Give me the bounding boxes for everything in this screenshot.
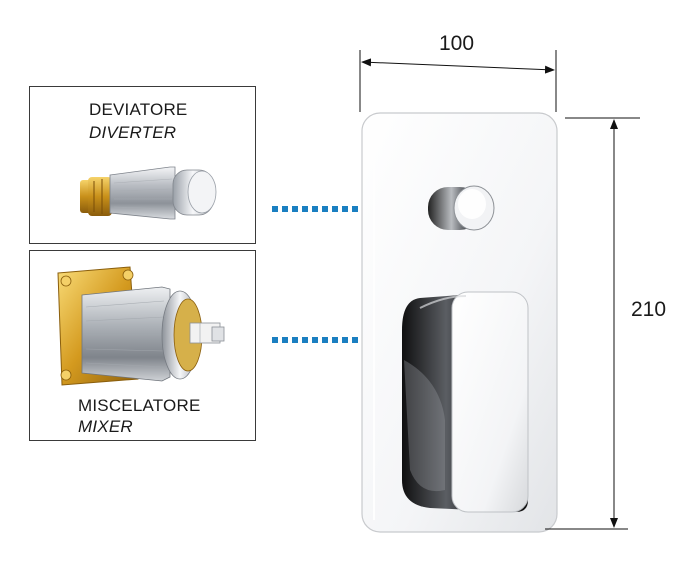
mixer-lever [402, 291, 529, 513]
diverter-cartridge-icon [80, 166, 217, 220]
height-dimension [545, 117, 640, 530]
diverter-panel: DEVIATORE DIVERTER [29, 86, 256, 244]
mixer-label-en: MIXER [78, 417, 133, 436]
mixer-panel: MISCELATORE MIXER [29, 250, 256, 441]
height-dimension-label: 210 [631, 298, 667, 321]
width-dimension-label: 100 [439, 32, 475, 55]
width-dimension [359, 50, 557, 112]
mixer-label-it: MISCELATORE [78, 396, 201, 415]
diverter-label-en: DIVERTER [89, 123, 177, 142]
mixer-cartridge-icon [57, 266, 225, 386]
diverter-label-it: DEVIATORE [89, 100, 188, 119]
diverter-knob [428, 185, 495, 231]
